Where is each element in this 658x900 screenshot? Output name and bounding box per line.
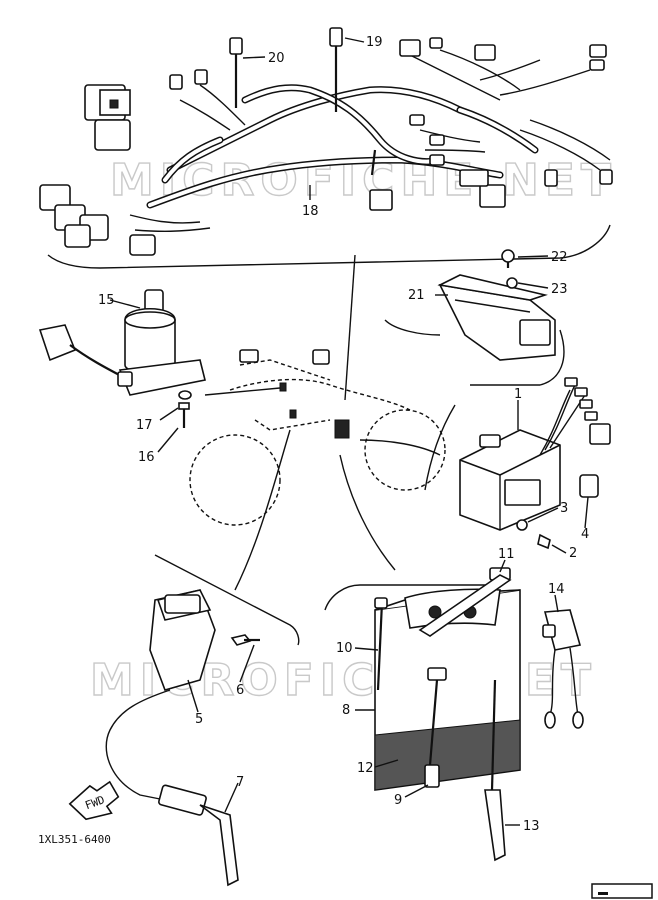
ignition-coil-assembly [105,554,300,887]
forward-arrow-icon: FWD [68,780,120,821]
leader-lines [109,37,589,826]
callout-4: 4 [581,527,589,542]
callout-5: 5 [195,712,203,727]
main-switch-assembly [38,289,206,428]
callout-9: 9 [394,793,402,808]
callout-23: 23 [551,282,568,297]
battery-assembly [324,567,584,862]
callout-6: 6 [236,683,244,698]
regulator-assembly [437,249,556,361]
callout-7: 7 [236,775,244,790]
callout-21: 21 [408,288,425,303]
callout-15: 15 [98,293,115,308]
callout-16: 16 [138,450,155,465]
motorcycle-outline [189,349,446,526]
callout-2: 2 [569,546,577,561]
callout-1: 1 [514,387,522,402]
callout-10: 10 [336,641,353,656]
callout-11: 11 [498,547,515,562]
fwd-label: FWD [83,793,106,812]
callout-19: 19 [366,35,383,50]
cdi-unit-assembly [459,377,611,550]
callout-13: 13 [523,819,540,834]
callout-8: 8 [342,703,350,718]
corner-tab [591,883,653,899]
corner-tab-mark [598,892,608,895]
callout-3: 3 [560,501,568,516]
callout-20: 20 [268,51,285,66]
callout-17: 17 [136,418,153,433]
callout-labels: 20 19 18 22 23 21 15 17 16 1 2 3 4 6 5 7… [98,35,589,834]
callout-22: 22 [551,250,568,265]
callout-18: 18 [302,204,319,219]
callout-12: 12 [357,761,374,776]
callout-14: 14 [548,582,565,597]
diagram-code: 1XL351-6400 [38,833,111,846]
wire-harness [39,27,613,256]
